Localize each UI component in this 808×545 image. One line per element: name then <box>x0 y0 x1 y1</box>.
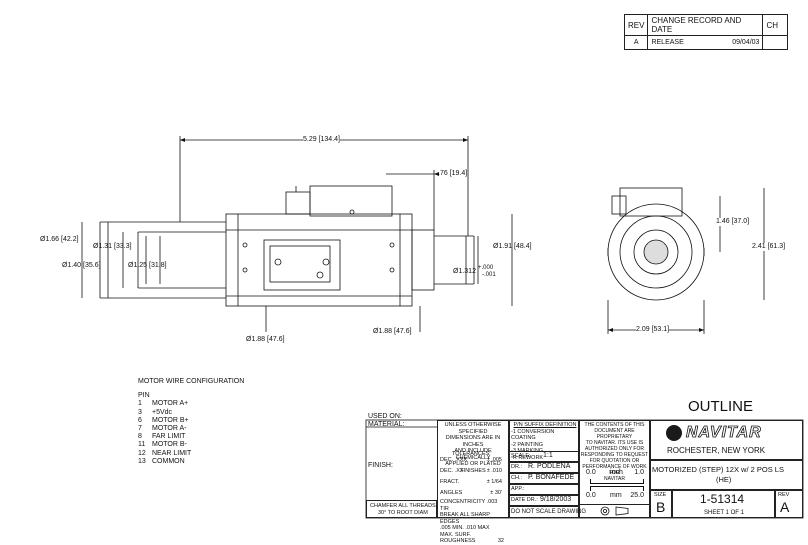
mm-scale: 0.0 mm 25.0 <box>586 486 644 499</box>
size-value: B <box>656 499 666 515</box>
projection-symbol-cell <box>579 504 650 518</box>
company-location: ROCHESTER, NEW YORK <box>667 446 766 455</box>
company-name: NAVITAR <box>686 424 762 442</box>
scale-value: 1:1 <box>543 452 553 459</box>
size-cell <box>650 490 672 518</box>
dia-131-dim: Ø1.31 [33.3] <box>93 243 132 250</box>
motor-housing <box>225 213 413 307</box>
used-on-label: USED ON: <box>368 413 402 420</box>
outline-title: OUTLINE <box>688 398 754 415</box>
chamfer-cell <box>366 500 437 518</box>
dia-1312-dim: Ø1.312 <box>453 268 476 275</box>
dia-191-dim: Ø1.91 [48.4] <box>493 243 532 250</box>
company-cell <box>650 420 803 460</box>
ch-row <box>509 473 579 484</box>
dr-label: DR.: <box>511 464 522 470</box>
size-label: SIZE <box>654 492 667 498</box>
dr-value: R. PODLENA <box>528 463 571 470</box>
pin-row: 3+5Vdc <box>138 408 173 416</box>
app-label: APP.: <box>511 486 525 492</box>
logo-globe-icon <box>666 425 682 441</box>
rev-label: REV <box>778 492 790 498</box>
dia-188-a-dim: Ø1.88 [47.6] <box>246 336 285 343</box>
dia-166-dim: Ø1.66 [42.2] <box>40 236 79 243</box>
chamfer-text-2: 30° TO ROOT DIAM <box>378 510 428 516</box>
tolerances-label: TOLERANCES: <box>452 451 491 457</box>
ch-cell <box>762 35 789 50</box>
height-241-dim: 2.41 [61.3] <box>752 243 786 251</box>
no-scale-row <box>509 506 579 518</box>
description-cell <box>650 460 803 490</box>
pin-header: PIN <box>138 392 150 400</box>
part-number-cell <box>672 490 775 518</box>
chamfer-text: CHAMFER ALL THREADS <box>370 503 436 509</box>
date-label: DATE DR.: <box>511 497 538 503</box>
dia-125-dim: Ø1.25 [31.8] <box>128 262 167 269</box>
change-cell: RELEASE 09/04/03 <box>647 35 764 50</box>
ch-label: CH.: <box>511 475 522 481</box>
dr-row <box>509 462 579 473</box>
app-row <box>509 484 579 495</box>
dia-188-b-dim: Ø1.88 [47.6] <box>373 328 412 335</box>
material-label: MATERIAL: <box>368 421 405 428</box>
dia-140-dim: Ø1.40 [35.6] <box>62 262 101 269</box>
tolerance-rows: DEC. .XXX± .005 DEC. .XX± .010 FRACT.± 1… <box>440 457 504 544</box>
tol-minus: -.001 <box>482 272 496 278</box>
description-2: (HE) <box>716 475 732 484</box>
inch-scale: 0.0 inch 1.0 <box>586 469 644 484</box>
date-value: 9/18/2003 <box>540 496 572 503</box>
unless-block: UNLESS OTHERWISE SPECIFIED DIMENSIONS AR… <box>444 422 502 474</box>
height-146-dim: 1.46 [37.0] <box>716 218 750 226</box>
scale-row <box>509 451 579 462</box>
no-scale-text: DO NOT SCALE DRAWING <box>511 509 587 515</box>
motor-wire-title: MOTOR WIRE CONFIGURATION <box>138 378 245 385</box>
ch-value: P. BONAFEDE <box>528 474 575 481</box>
change-text: RELEASE <box>651 39 684 46</box>
navitar-logo: NAVITAR <box>666 424 786 442</box>
finish-label: FINISH: <box>368 462 393 469</box>
revision-table: REV CHANGE RECORD AND DATE CH A RELEASE … <box>623 14 789 50</box>
overall-length-dim: 5.29 [134.4] <box>303 136 340 144</box>
change-date: 09/04/03 <box>732 39 760 46</box>
description: MOTORIZED (STEP) 12X w/ 2 POS LS <box>652 465 784 474</box>
outline-drawing <box>81 136 804 519</box>
width-209-dim: 2.09 [53.1] <box>636 326 670 334</box>
tol-plus: +.000 <box>478 265 494 271</box>
date-row <box>509 495 579 506</box>
scale-label: SCALE: <box>511 453 531 459</box>
offset-dim: .76 [19.4] <box>438 170 468 177</box>
sheet-number: SHEET 1 OF 1 <box>704 510 744 516</box>
rev-cell: A <box>623 35 649 50</box>
rev-value: A <box>780 499 790 515</box>
tolerance-column <box>437 420 509 518</box>
proprietary-block: THE CONTENTS OF THIS DOCUMENT ARE PROPRI… <box>580 422 649 482</box>
rev-cell-block <box>775 490 803 518</box>
part-number: 1-51314 <box>700 492 745 506</box>
